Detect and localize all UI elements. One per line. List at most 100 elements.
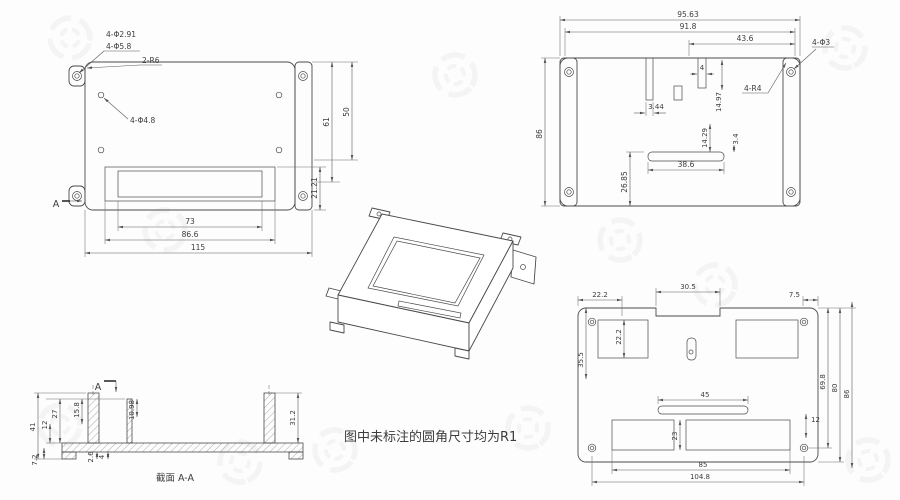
mounting-hole: [801, 445, 807, 451]
mounting-hole: [786, 187, 796, 197]
back-view-outline: [559, 57, 801, 207]
ear-bottom-left: [68, 185, 86, 207]
dim-label: 95.63: [677, 10, 699, 19]
callout-holes: 4-Φ3: [812, 38, 830, 47]
front-view: 73 86.6 115 61 50 21.21 4-Φ2.91 4-Φ5.8 2…: [53, 30, 358, 257]
dim-label: 69.8: [819, 374, 827, 390]
watermark-logo-icon: [46, 14, 95, 63]
part-body: [559, 57, 801, 207]
mounting-hole: [564, 67, 574, 77]
dim-label: 86.6: [182, 230, 199, 239]
iso-slot: [397, 300, 462, 319]
mounting-hole: [566, 189, 572, 195]
boss-hole: [275, 146, 283, 154]
boss-hole: [97, 91, 105, 99]
section-right-wall: [263, 392, 276, 444]
left-flange: [559, 57, 578, 207]
boss-hole: [275, 91, 283, 99]
dim-label: 12: [811, 416, 820, 424]
front-view-dimensions: 73 86.6 115 61 50 21.21: [84, 61, 358, 257]
mounting-hole: [72, 71, 82, 81]
mounting-hole: [799, 443, 809, 453]
iso-recess: [367, 236, 485, 307]
section-geometry: [61, 385, 304, 460]
mounting-hole: [566, 69, 572, 75]
back-view-leaders: 4-Φ3 4-R4: [742, 38, 834, 94]
section-base-plate: [61, 442, 304, 453]
dim-label: 61: [322, 117, 331, 127]
callout-radius: 2-R6: [142, 56, 160, 65]
watermark-logo-icon: [840, 432, 897, 489]
mounting-hole: [587, 317, 597, 327]
mounting-hole: [298, 191, 308, 201]
small-cutout: [673, 85, 683, 101]
mounting-hole: [72, 191, 82, 201]
iso-right-face: [468, 240, 514, 352]
dim-label: 4: [98, 454, 106, 459]
callout-hole-cbore: 4-Φ5.8: [106, 42, 132, 51]
cutout-bottom-left: [611, 419, 675, 451]
section-dimensions: 41 12 27 15.8 10.98 31.2 7.2 2.6 4: [29, 392, 303, 466]
center-slot: [686, 337, 697, 361]
mounting-hole: [298, 71, 308, 81]
iso-foot: [329, 321, 345, 334]
flange-hole: [520, 264, 526, 270]
watermark-logo-icon: [689, 259, 740, 310]
dim-label: 3.44: [648, 103, 664, 111]
mounting-hole: [801, 319, 807, 325]
dim-label: 10.98: [128, 400, 136, 420]
dim-label: 50: [342, 107, 351, 117]
center-slot-hole: [688, 349, 694, 355]
dim-label: 23: [671, 432, 679, 441]
mounting-hole: [788, 69, 794, 75]
dim-label: 12: [41, 421, 49, 430]
mounting-hole: [300, 193, 306, 199]
back-view-dimensions: 95.63 91.8 43.6 86 4 3.44 14.29 14.97 3.…: [535, 10, 801, 207]
right-flange: [294, 61, 313, 211]
dim-label: 7.5: [789, 291, 800, 299]
dim-label: 14.29: [701, 128, 709, 148]
section-left-wall: [87, 392, 100, 444]
dim-label: 21.21: [310, 177, 319, 199]
dim-label: 104.8: [690, 473, 710, 481]
dim-label: 7.2: [31, 454, 39, 465]
part-body: [577, 307, 819, 463]
dim-label: 80: [831, 384, 839, 393]
dim-label: 22.2: [615, 329, 623, 345]
dim-label: 41: [29, 423, 37, 432]
dim-label: 31.2: [289, 410, 297, 426]
watermark-logo-icon: [501, 401, 556, 456]
front-view-leaders: 4-Φ2.91 4-Φ5.8 2-R6 4-Φ4.8 A: [53, 30, 162, 210]
section-marks: A 截面 A-A: [95, 380, 195, 484]
part-body: [84, 61, 296, 211]
mounting-hole: [74, 73, 80, 79]
iso-side-flange: [510, 249, 537, 285]
bottom-view-outline: [577, 307, 819, 463]
recess-outer: [104, 166, 276, 202]
dim-label: 85: [699, 461, 708, 469]
bottom-slot: [647, 151, 725, 162]
iso-foot: [454, 347, 470, 360]
mounting-hole: [786, 67, 796, 77]
mounting-hole: [564, 187, 574, 197]
recess-inner: [117, 170, 263, 198]
flange-hole: [376, 211, 382, 217]
dim-label: 30.5: [680, 283, 696, 291]
dim-label: 91.8: [680, 22, 697, 31]
right-flange: [782, 57, 801, 207]
general-note: 图中未标注的圆角尺寸均为R1: [344, 429, 517, 445]
mid-slot: [657, 405, 749, 415]
dim-label: 4: [700, 64, 705, 72]
top-slot-2: [697, 57, 707, 89]
section-foot: [288, 451, 304, 460]
dim-label: 45: [701, 391, 710, 399]
dim-label: 14.97: [715, 92, 723, 112]
front-view-outline: [68, 61, 313, 211]
dim-label: 115: [191, 243, 206, 252]
cutout-top-right: [735, 319, 799, 359]
callout-hole-small: 4-Φ2.91: [106, 30, 136, 39]
watermark-logo-icon: [592, 212, 648, 268]
watermark-logo-icon: [819, 22, 870, 73]
